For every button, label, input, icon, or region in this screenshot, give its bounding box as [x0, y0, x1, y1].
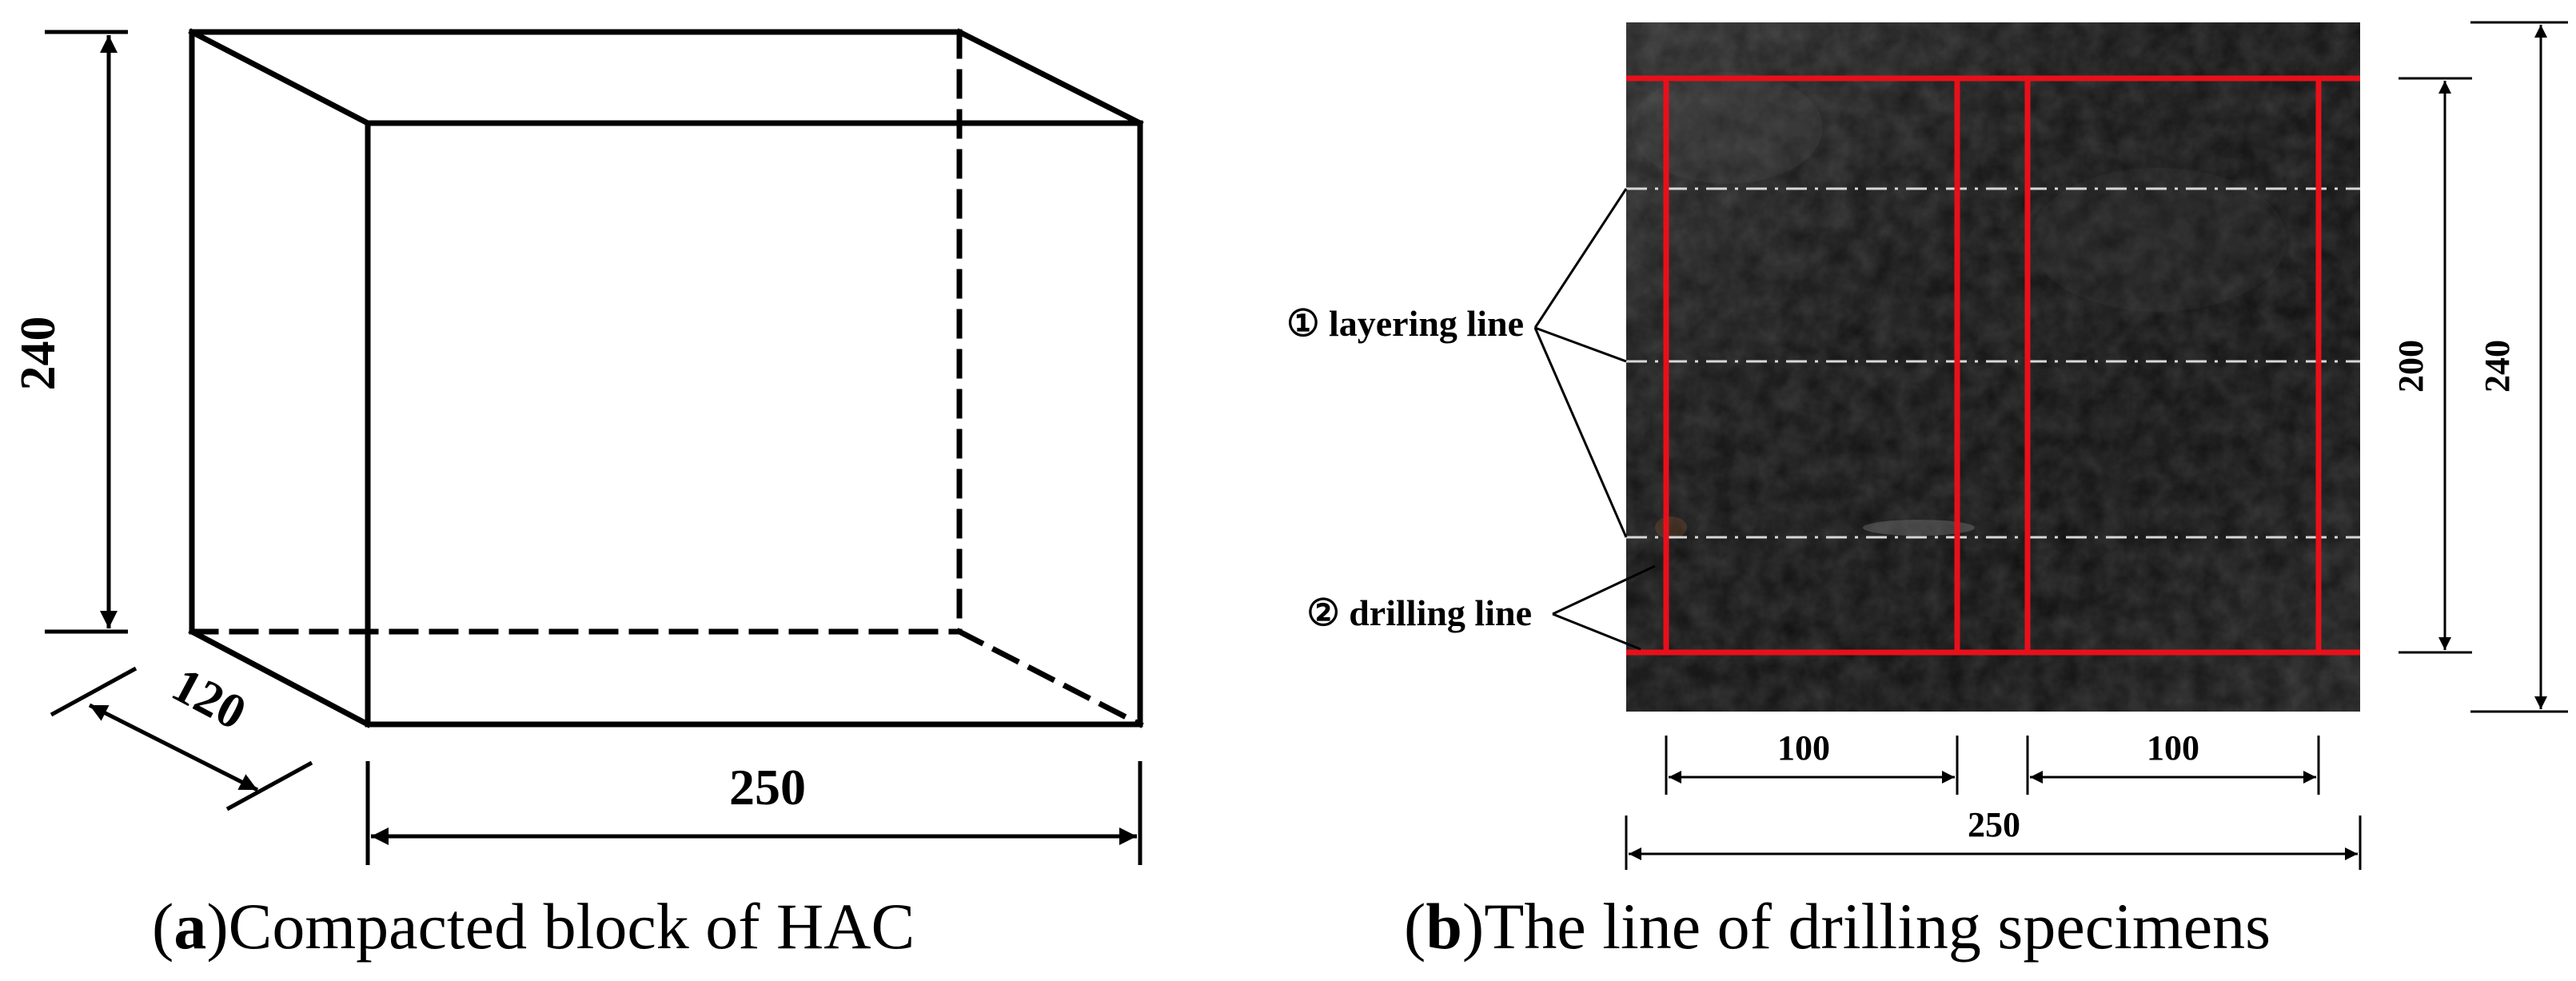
block-hidden-edges	[189, 29, 1144, 728]
caption-b-text: The line of drilling specimens	[1484, 890, 2271, 963]
label-drilling-line: ② drilling line	[1306, 592, 1532, 633]
label-layering-line: ① layering line	[1286, 303, 1524, 344]
dim-b-right-100	[2026, 736, 2320, 795]
drilling-lines	[1626, 75, 2360, 656]
dim-a-depth	[50, 666, 313, 812]
dim-b-left-100-label: 100	[1777, 728, 1830, 768]
caption-b: (b)The line of drilling specimens	[1404, 890, 2271, 963]
dim-a-width-label: 250	[729, 759, 806, 816]
panel-a-block-diagram	[188, 28, 1144, 728]
block-edge-top-left	[188, 28, 372, 127]
caption-a-text: Compacted block of HAC	[229, 890, 915, 963]
caption-b-letter: b	[1426, 890, 1462, 963]
dim-a-height	[45, 30, 128, 634]
label-leaders	[1533, 188, 1656, 651]
caption-a-letter: a	[173, 890, 206, 963]
dim-a-depth-label: 120	[163, 657, 254, 740]
dim-b-height-240	[2470, 21, 2568, 713]
dim-b-height-200	[2399, 77, 2472, 654]
dim-b-total-250	[1625, 816, 2362, 870]
layering-lines	[1626, 187, 2360, 539]
block-edge-bottom-left	[188, 628, 372, 728]
dim-a-height-label: 240	[11, 317, 66, 391]
dim-b-right-100-label: 100	[2147, 728, 2199, 768]
specimen-photo	[1626, 22, 2360, 712]
block-edge-top-right	[955, 28, 1144, 127]
caption-a: (a)Compacted block of HAC	[152, 890, 915, 963]
block-front-face	[365, 120, 1143, 728]
dim-b-height-240-label: 240	[2478, 340, 2517, 393]
dim-a-width	[365, 761, 1142, 865]
dim-b-height-200-label: 200	[2391, 340, 2430, 393]
dim-b-left-100	[1665, 736, 1959, 795]
dim-b-total-250-label: 250	[1968, 805, 2020, 844]
